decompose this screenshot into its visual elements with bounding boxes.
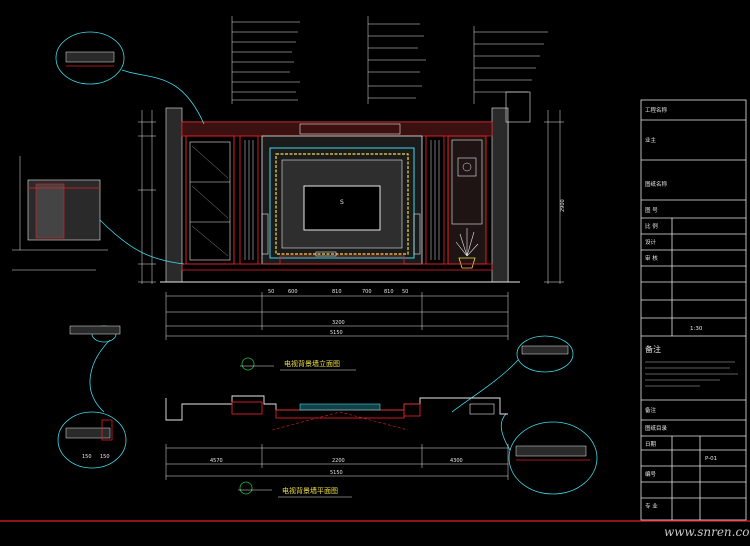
pdim-1: 2200 — [332, 458, 345, 464]
edim-total: 5150 — [330, 330, 343, 336]
plan-view-angle — [271, 411, 409, 431]
plan-section-marker — [239, 481, 253, 495]
title-block-note-lines — [645, 361, 738, 387]
ceiling-ornament — [299, 123, 401, 135]
title-block-labels: 工程名称 业主 图纸名称 图 号 比 例 设计 审 核 1:30 备注 备注 图… — [645, 106, 717, 510]
edim-5: 50 — [402, 289, 408, 295]
right-speaker — [413, 213, 421, 255]
tb-row-10: 日期 — [645, 441, 657, 448]
tb-notes-label: 备注 — [645, 344, 661, 354]
tv-screen — [303, 185, 381, 231]
plan-left-cabinet — [231, 401, 263, 415]
detail-bubble-right-top — [516, 335, 574, 373]
pdim-0: 4570 — [210, 458, 223, 464]
detail-bubble-right-bottom — [508, 421, 598, 495]
leader-curve-left — [99, 219, 185, 265]
leader-curve-top — [121, 69, 205, 125]
bubble-dim-1: 150 — [100, 454, 110, 460]
detail-callouts: 150 150 — [12, 31, 598, 495]
tb-scale: 1:30 — [690, 326, 703, 332]
leader-curve-lower-left — [89, 339, 111, 413]
elevation-dim-labels: 50 600 810 700 810 50 3200 5150 — [268, 289, 408, 336]
tb-row-11: 编号 — [645, 470, 657, 478]
tb-row-8: 备注 — [645, 406, 657, 414]
edim-0: 50 — [268, 289, 274, 295]
tb-row-6: 审 核 — [645, 254, 658, 262]
tb-row-3: 图 号 — [645, 206, 658, 214]
plan-wall-outline — [165, 395, 508, 421]
edim-mid: 3200 — [332, 320, 345, 326]
feature-frame-cyan — [269, 147, 415, 259]
detail-bubble-top — [55, 31, 125, 85]
right-wall-section — [491, 107, 509, 283]
plan-tv-unit — [299, 403, 381, 411]
edim-3: 700 — [362, 289, 372, 295]
edim-4: 810 — [384, 289, 394, 295]
pdim-total: 5150 — [330, 470, 343, 476]
left-speaker — [261, 213, 269, 255]
tb-row-13: P-01 — [705, 456, 717, 462]
title-block — [640, 99, 747, 521]
elevation-view: S — [138, 16, 566, 371]
skirting — [181, 263, 493, 271]
edim-2: 810 — [332, 289, 342, 295]
elevation-section-marker — [241, 357, 255, 371]
plant — [455, 228, 479, 257]
tb-row-5: 设计 — [645, 238, 657, 246]
elevation-title: 电视背景墙立面图 — [284, 359, 340, 368]
elevation-callout-leaders — [231, 16, 548, 104]
elevation-vertical-dims — [138, 110, 564, 284]
tb-row-2: 图纸名称 — [645, 180, 668, 188]
tv-label: S — [340, 199, 344, 206]
tb-row-9: 图纸目录 — [645, 424, 668, 432]
tb-row-0: 工程名称 — [645, 106, 668, 114]
detail-bubble-lower-left — [57, 411, 127, 469]
feature-frame-yellow — [275, 153, 409, 255]
elevation-horizontal-dims — [165, 292, 509, 340]
plan-view: 4570 2200 4300 5150 电视背景墙平面图 — [165, 395, 509, 498]
watermark: www.snren.com — [664, 525, 750, 539]
bubble-dim-0: 150 — [82, 454, 92, 460]
left-door-leaf — [189, 141, 231, 261]
tb-row-1: 业主 — [645, 136, 657, 144]
edim-1: 600 — [288, 289, 298, 295]
plan-dims — [165, 444, 509, 480]
plant-pot — [458, 257, 476, 269]
tb-row-4: 比 例 — [645, 222, 658, 230]
left-wall-section — [165, 107, 183, 283]
elevation-height-dim: 2900 — [560, 199, 566, 212]
pdim-2: 4300 — [450, 458, 463, 464]
tb-row-12: 专 业 — [645, 502, 658, 510]
plan-title: 电视背景墙平面图 — [282, 486, 338, 495]
cabinet-ornament — [457, 157, 477, 177]
